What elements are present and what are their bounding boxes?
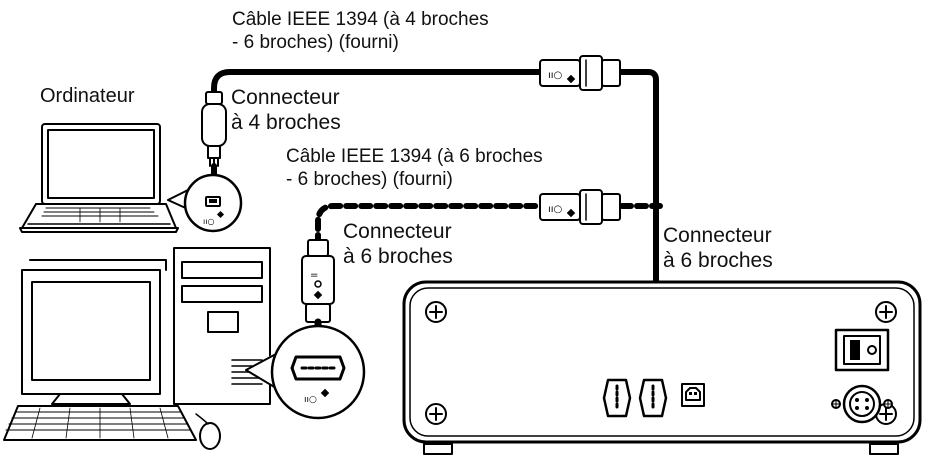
label-cable-4pin-6pin: Câble IEEE 1394 (à 4 broches - 6 broches… (232, 9, 489, 55)
power-switch-icon (834, 328, 890, 372)
desktop-port-callout: ıı○ (245, 324, 366, 420)
label-connector-4pin: Connecteur à 4 broches (231, 85, 341, 135)
svg-text:ıı○: ıı○ (304, 395, 317, 405)
firewire-6pin-plug-icon: ıı○ (539, 55, 621, 91)
firewire-4pin-plug-icon (201, 91, 227, 167)
label-line: - 6 broches) (fourni) (232, 31, 399, 53)
usb-b-port-icon (681, 383, 705, 407)
label-line: à 4 broches (231, 111, 341, 135)
cable-4pin-6pin (211, 69, 543, 101)
label-line: Connecteur (343, 220, 452, 243)
firewire-6pin-plug-icon: ıı○ (539, 189, 621, 225)
laptop-port-callout: ıı○ (167, 173, 243, 233)
label-line: Câble IEEE 1394 (à 4 broches (232, 9, 489, 30)
label-line: à 6 broches (663, 249, 773, 273)
external-drive-icon (402, 280, 922, 455)
label-line: Connecteur (231, 86, 340, 109)
firewire-port-2 (638, 378, 668, 418)
label-cable-6pin-6pin: Câble IEEE 1394 (à 6 broches - 6 broches… (286, 146, 543, 192)
firewire-port-1 (602, 378, 632, 418)
label-connector-6pin-computer: Connecteur à 6 broches (343, 219, 453, 269)
label-line: Câble IEEE 1394 (à 6 broches (286, 146, 543, 167)
screw-icon (875, 301, 897, 323)
label-computer: Ordinateur (40, 85, 135, 107)
mini-din-port-icon (831, 384, 893, 424)
svg-text:ıı○: ıı○ (548, 70, 562, 81)
screw-icon (425, 301, 447, 323)
screw-icon (425, 403, 447, 425)
svg-text:ıı○: ıı○ (548, 204, 562, 215)
laptop-icon (19, 123, 179, 233)
label-line: à 6 broches (343, 245, 453, 269)
svg-text:=: = (310, 270, 318, 281)
firewire-6pin-plug-icon: = (301, 239, 335, 323)
desktop-computer-icon (3, 247, 271, 450)
svg-text:ıı○: ıı○ (203, 217, 214, 226)
cable-6pin-6pin (315, 203, 543, 247)
cable-4pin-6pin-end (617, 69, 659, 353)
label-line: Connecteur (663, 224, 772, 247)
label-line: - 6 broches) (fourni) (286, 168, 453, 190)
label-connector-6pin-device: Connecteur à 6 broches (663, 223, 773, 273)
